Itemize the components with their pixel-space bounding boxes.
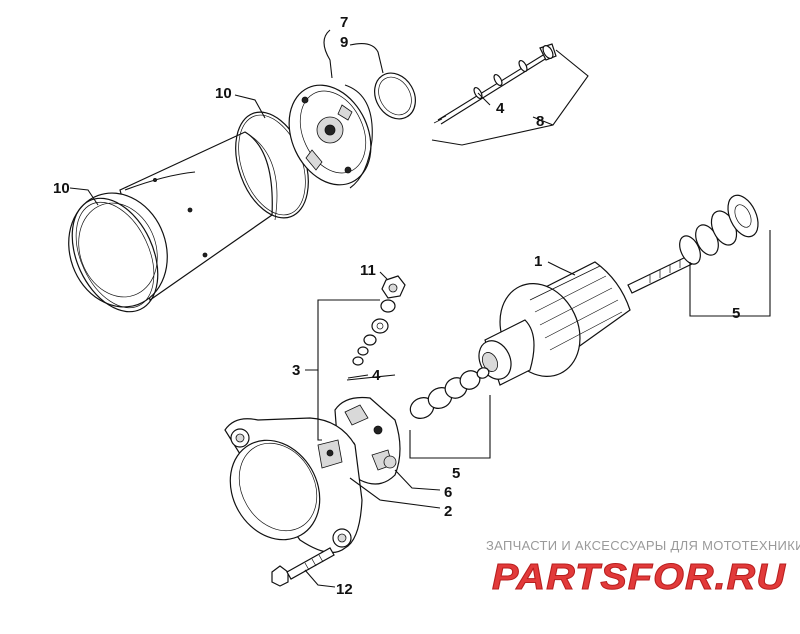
o-ring-rear-cover xyxy=(374,72,416,120)
front-gear-housing xyxy=(224,417,363,554)
callout-5-rear-shims: 5 xyxy=(732,305,740,322)
motor-housing xyxy=(68,131,278,308)
watermark-logo: PARTSFOR.RU xyxy=(492,556,786,596)
shim-stack-rear xyxy=(679,194,759,265)
watermark-brand: PARTSFOR.RU xyxy=(492,556,786,596)
callout-5-front-shims: 5 xyxy=(452,465,460,482)
o-ring-housing-front xyxy=(71,197,159,313)
callout-10-rear-ring: 10 xyxy=(215,85,232,102)
callout-1: 1 xyxy=(534,253,542,270)
callout-6: 6 xyxy=(444,484,452,501)
terminal-hardware xyxy=(352,275,406,366)
mounting-bolt xyxy=(271,547,335,587)
callout-9: 9 xyxy=(340,34,348,51)
callout-11: 11 xyxy=(360,262,376,279)
callout-2: 2 xyxy=(444,503,452,520)
callout-8: 8 xyxy=(536,113,544,130)
through-bolt-set xyxy=(433,43,557,125)
callout-3: 3 xyxy=(292,362,300,379)
callout-12: 12 xyxy=(336,581,353,598)
rear-end-cover xyxy=(288,84,373,189)
shim-stack-front xyxy=(409,367,490,419)
callout-4-bolt: 4 xyxy=(496,100,505,117)
callout-4-washers: 4 xyxy=(372,367,381,384)
callout-10-front-ring: 10 xyxy=(53,180,70,197)
callout-7: 7 xyxy=(340,14,348,31)
leader-lines xyxy=(69,29,771,588)
armature xyxy=(478,254,695,386)
watermark-tagline: ЗАПЧАСТИ И АКСЕССУАРЫ ДЛЯ МОТОТЕХНИКИ xyxy=(486,538,800,553)
